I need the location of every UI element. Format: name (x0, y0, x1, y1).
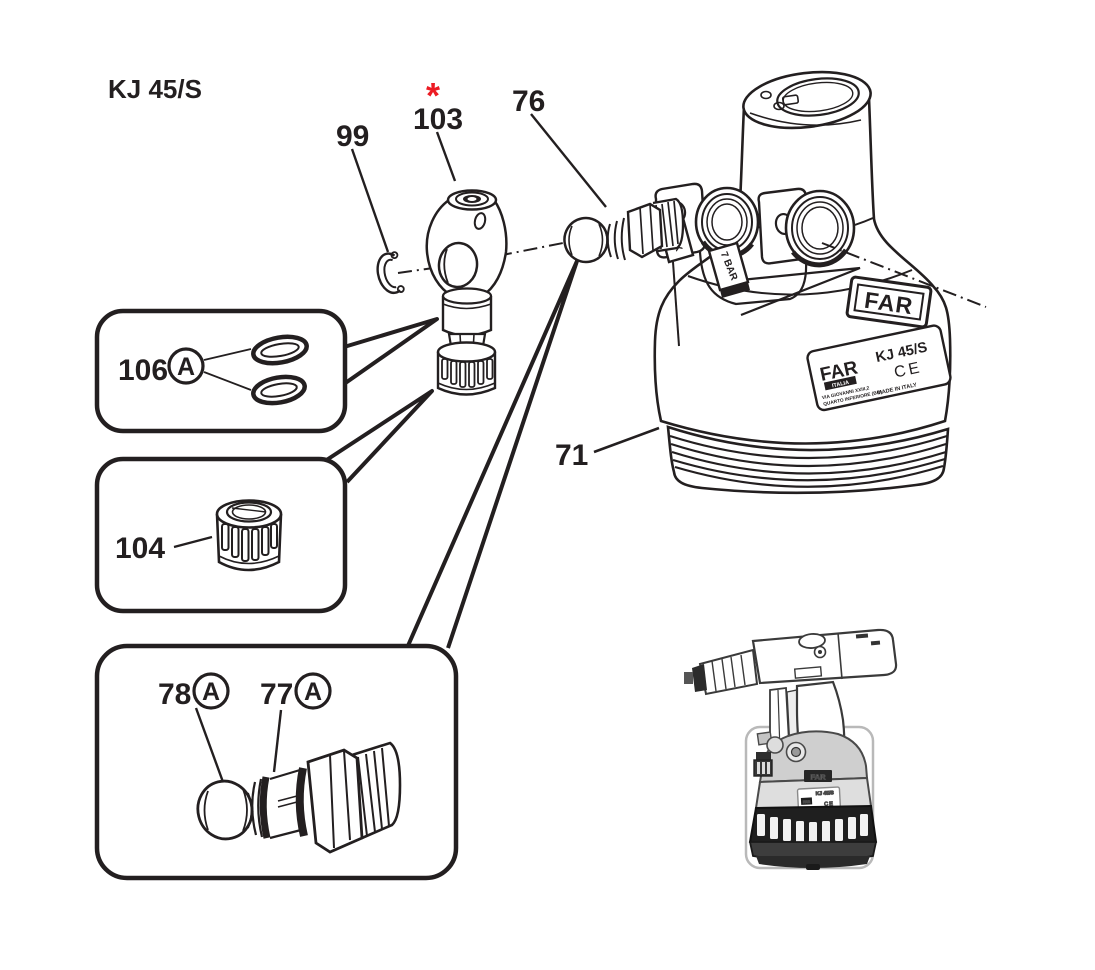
part-71-label: 71 (555, 439, 588, 472)
part-99-label: 99 (336, 120, 369, 153)
part-106-variant: A (177, 353, 195, 381)
plate-ce-mark: CE (893, 359, 924, 381)
part-106-label: 106 (118, 354, 168, 387)
diagram-title: KJ 45/S (108, 74, 202, 104)
part-103-marker: * (426, 75, 440, 116)
inset-label-brand: FAR (803, 800, 811, 804)
part-78-variant: A (202, 678, 220, 706)
part-76-inlet-fitting (530, 113, 685, 264)
part-labels: KJ 45/S 99 * 103 76 71 (108, 74, 588, 472)
pressure-bar-tag: 7 BAR (707, 241, 750, 298)
knurled-nut-104 (215, 499, 283, 572)
plate-brand-sub: ITALIA (832, 380, 850, 389)
inset-label-model: KJ 45/S (816, 790, 835, 797)
callout-box-106: 106 A (94, 308, 348, 434)
inset-label-ce: CE (824, 801, 834, 807)
o-rings-106 (251, 334, 309, 406)
part-103-label: 103 (413, 103, 463, 136)
part-78-label: 78 (158, 678, 191, 711)
part-104-label: 104 (115, 532, 165, 565)
part-103-swivel-connector (425, 131, 508, 396)
callout-box-77-78: 78 A 77 A (94, 643, 459, 881)
part-77-label: 77 (260, 678, 293, 711)
part-71-canister (653, 70, 952, 495)
part-76-label: 76 (512, 85, 545, 118)
part-99-snap-ring (350, 148, 405, 295)
embossed-far-logo: FAR (845, 275, 933, 329)
canister-axis-line (821, 242, 987, 308)
callout-tails (323, 259, 579, 649)
part-77-variant: A (304, 678, 322, 706)
tool-overview-inset: FAR FAR KJ 45/S CE (684, 628, 898, 870)
fitting-detail-77-78 (196, 741, 402, 854)
inset-far-badge: FAR (811, 773, 827, 782)
leader-71 (593, 426, 660, 454)
callout-box-104: 104 (94, 456, 348, 614)
